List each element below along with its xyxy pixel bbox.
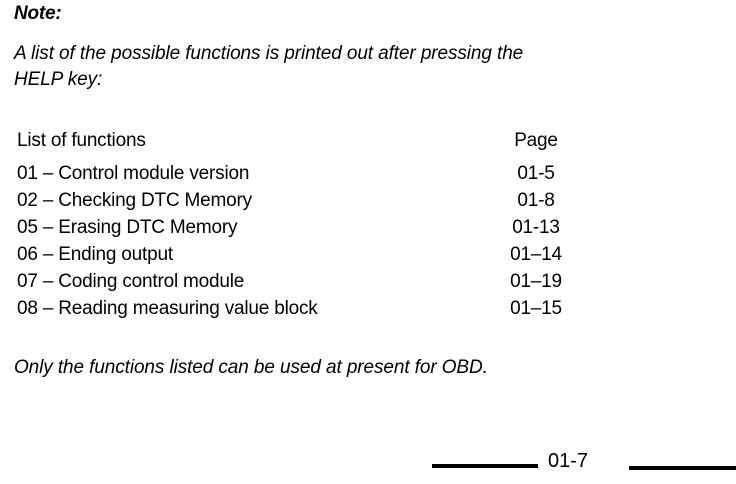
column-header-page: Page bbox=[514, 130, 558, 151]
table-row: 08 – Reading measuring value block 01–15 bbox=[0, 298, 736, 325]
function-name: 06 – Ending output bbox=[17, 244, 173, 265]
note-body: A list of the possible functions is prin… bbox=[14, 41, 714, 93]
table-row: 05 – Erasing DTC Memory 01-13 bbox=[0, 217, 736, 244]
table-row: 07 – Coding control module 01–19 bbox=[0, 271, 736, 298]
page-footer: 01-7 bbox=[0, 450, 736, 478]
function-name: 05 – Erasing DTC Memory bbox=[17, 217, 238, 238]
function-name: 08 – Reading measuring value block bbox=[17, 298, 318, 319]
closing-note: Only the functions listed can be used at… bbox=[14, 357, 488, 378]
function-page-reference: 01-5 bbox=[517, 163, 555, 184]
table-header-row: List of functions Page bbox=[0, 130, 736, 163]
note-body-line-1: A list of the possible functions is prin… bbox=[14, 43, 524, 64]
note-heading: Note: bbox=[14, 3, 62, 24]
function-page-reference: 01–14 bbox=[510, 244, 562, 265]
function-list-table: List of functions Page 01 – Control modu… bbox=[0, 130, 736, 325]
column-header-list-of-functions: List of functions bbox=[17, 130, 146, 151]
function-name: 01 – Control module version bbox=[17, 163, 250, 184]
note-body-line-2: HELP key: bbox=[14, 69, 103, 90]
function-page-reference: 01–15 bbox=[510, 298, 562, 319]
function-page-reference: 01-8 bbox=[517, 190, 555, 211]
table-row: 02 – Checking DTC Memory 01-8 bbox=[0, 190, 736, 217]
footer-rule-right bbox=[629, 466, 736, 470]
function-name: 07 – Coding control module bbox=[17, 271, 245, 292]
table-row: 01 – Control module version 01-5 bbox=[0, 163, 736, 190]
footer-rule-left bbox=[432, 464, 538, 468]
table-row: 06 – Ending output 01–14 bbox=[0, 244, 736, 271]
function-name: 02 – Checking DTC Memory bbox=[17, 190, 252, 211]
function-page-reference: 01-13 bbox=[512, 217, 560, 238]
footer-page-number: 01-7 bbox=[548, 450, 589, 472]
function-page-reference: 01–19 bbox=[510, 271, 562, 292]
